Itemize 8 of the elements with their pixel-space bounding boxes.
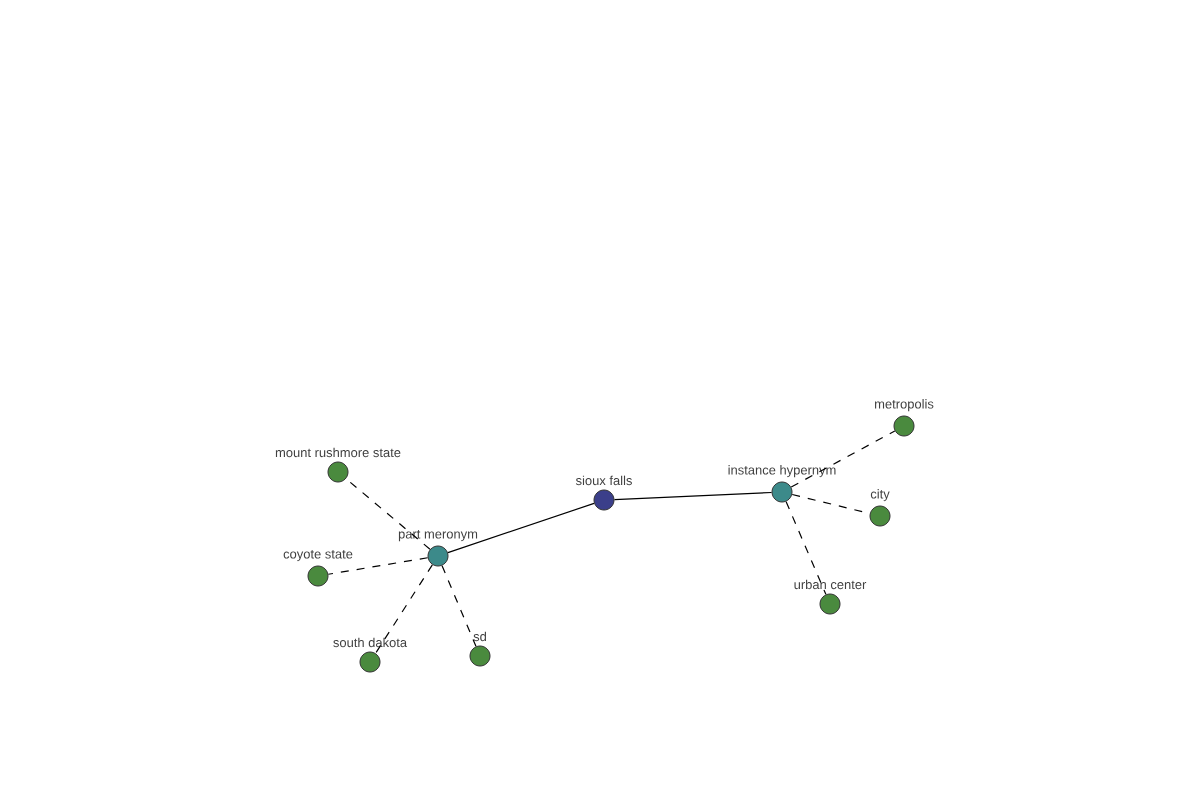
connector-line [447,502,595,554]
connector-line [790,430,896,488]
connector-line [441,565,477,647]
connector-line [785,501,827,595]
connector-line [375,564,433,654]
connector-line [345,478,431,550]
connector-line [613,491,773,501]
connector-line [327,557,429,575]
